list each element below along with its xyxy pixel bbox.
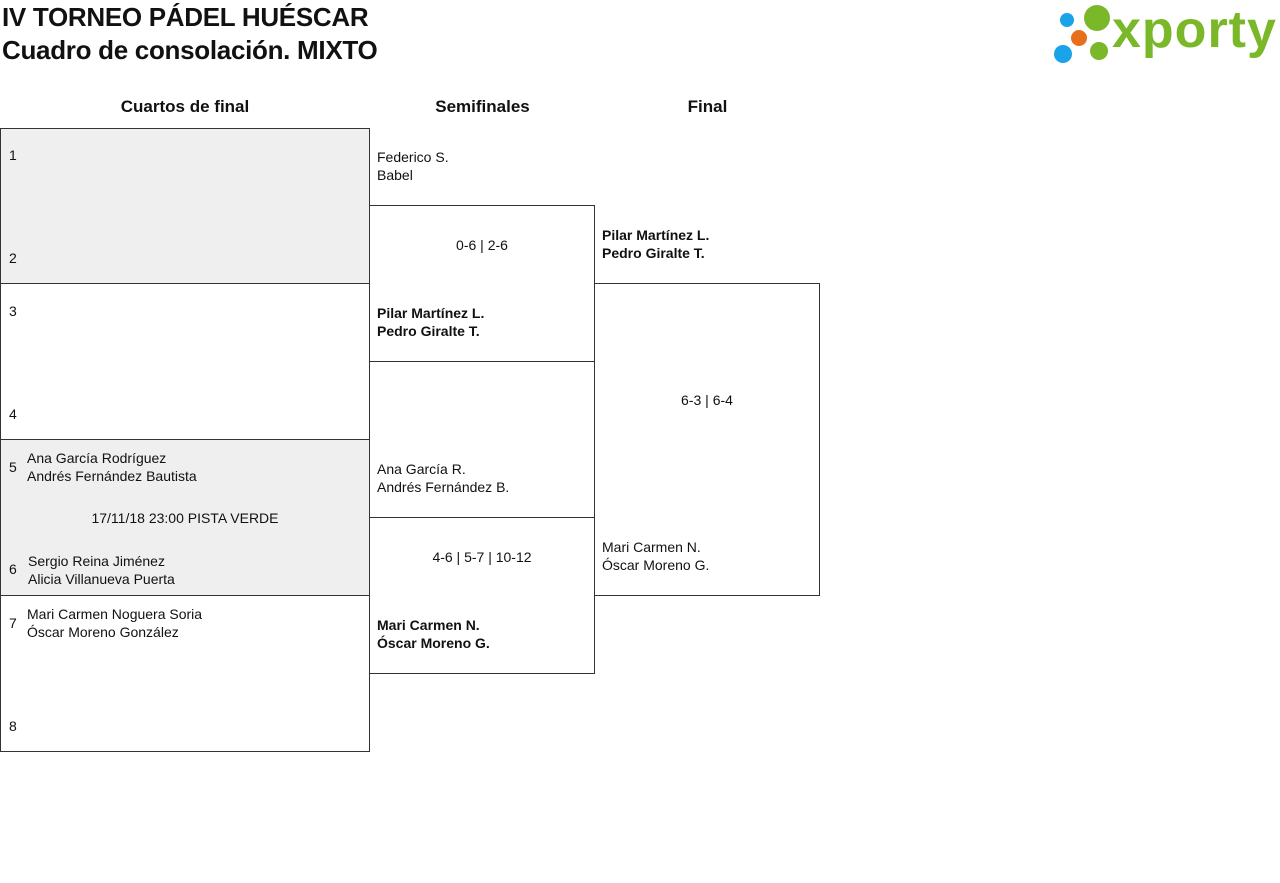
bracket-subtitle: Cuadro de consolación. MIXTO — [2, 35, 378, 65]
logo-dots-icon — [1054, 5, 1110, 63]
seed-number: 8 — [9, 718, 17, 734]
column-header-semifinals: Semifinales — [435, 97, 530, 116]
seed-number: 6 — [9, 561, 17, 577]
xporty-logo: xporty — [1050, 1, 1276, 68]
semifinal-1-team-top-player: Babel — [377, 167, 413, 183]
final-team-top-player: Pedro Giralte T. — [602, 245, 705, 261]
column-header-final: Final — [687, 97, 728, 116]
team-player: Óscar Moreno González — [27, 624, 179, 640]
final-team-bottom-player: Óscar Moreno G. — [602, 557, 710, 573]
final-team-top-player: Pilar Martínez L. — [602, 227, 710, 243]
team-player: Alicia Villanueva Puerta — [28, 571, 175, 587]
team-player: Mari Carmen Noguera Soria — [27, 606, 203, 622]
seed-number: 4 — [9, 406, 17, 422]
winner-player: Pedro Giralte T. — [377, 323, 480, 339]
match-score: 4-6 | 5-7 | 10-12 — [432, 549, 532, 565]
quarterfinal-match-1[interactable]: 1 2 — [0, 128, 370, 284]
semifinal-2-team-top-player: Andrés Fernández B. — [377, 479, 510, 495]
semifinal-match-2[interactable]: 4-6 | 5-7 | 10-12 Mari Carmen N. Óscar M… — [369, 517, 595, 674]
quarterfinal-match-3[interactable]: 5 Ana García Rodríguez Andrés Fernández … — [0, 439, 370, 596]
seed-number: 5 — [9, 459, 17, 475]
winner-player: Mari Carmen N. — [377, 617, 480, 633]
seed-number: 2 — [9, 250, 17, 266]
team-player: Sergio Reina Jiménez — [28, 553, 165, 569]
quarterfinal-match-4[interactable]: 7 Mari Carmen Noguera Soria Óscar Moreno… — [0, 595, 370, 752]
match-schedule: 17/11/18 23:00 PISTA VERDE — [91, 510, 279, 526]
logo-wordmark: xporty — [1112, 1, 1277, 59]
team-player: Andrés Fernández Bautista — [27, 468, 197, 484]
winner-player: Óscar Moreno G. — [377, 635, 490, 651]
tournament-title: IV TORNEO PÁDEL HUÉSCAR — [2, 2, 369, 32]
seed-number: 3 — [9, 303, 17, 319]
final-team-bottom-player: Mari Carmen N. — [602, 539, 701, 555]
team-player: Ana García Rodríguez — [27, 450, 167, 466]
winner-player: Pilar Martínez L. — [377, 305, 485, 321]
column-header-quarterfinals: Cuartos de final — [120, 97, 250, 116]
seed-number: 1 — [9, 147, 17, 163]
semifinal-2-team-top-player: Ana García R. — [377, 461, 466, 477]
match-score: 0-6 | 2-6 — [456, 237, 508, 253]
final-match[interactable]: 6-3 | 6-4 Mari Carmen N. Óscar Moreno G. — [594, 283, 820, 596]
quarterfinal-match-2[interactable]: 3 4 — [0, 283, 370, 440]
match-score: 6-3 | 6-4 — [681, 392, 733, 408]
semifinal-match-1[interactable]: 0-6 | 2-6 Pilar Martínez L. Pedro Giralt… — [369, 205, 595, 362]
semifinal-1-team-top-player: Federico S. — [377, 149, 449, 165]
seed-number: 7 — [9, 615, 17, 631]
